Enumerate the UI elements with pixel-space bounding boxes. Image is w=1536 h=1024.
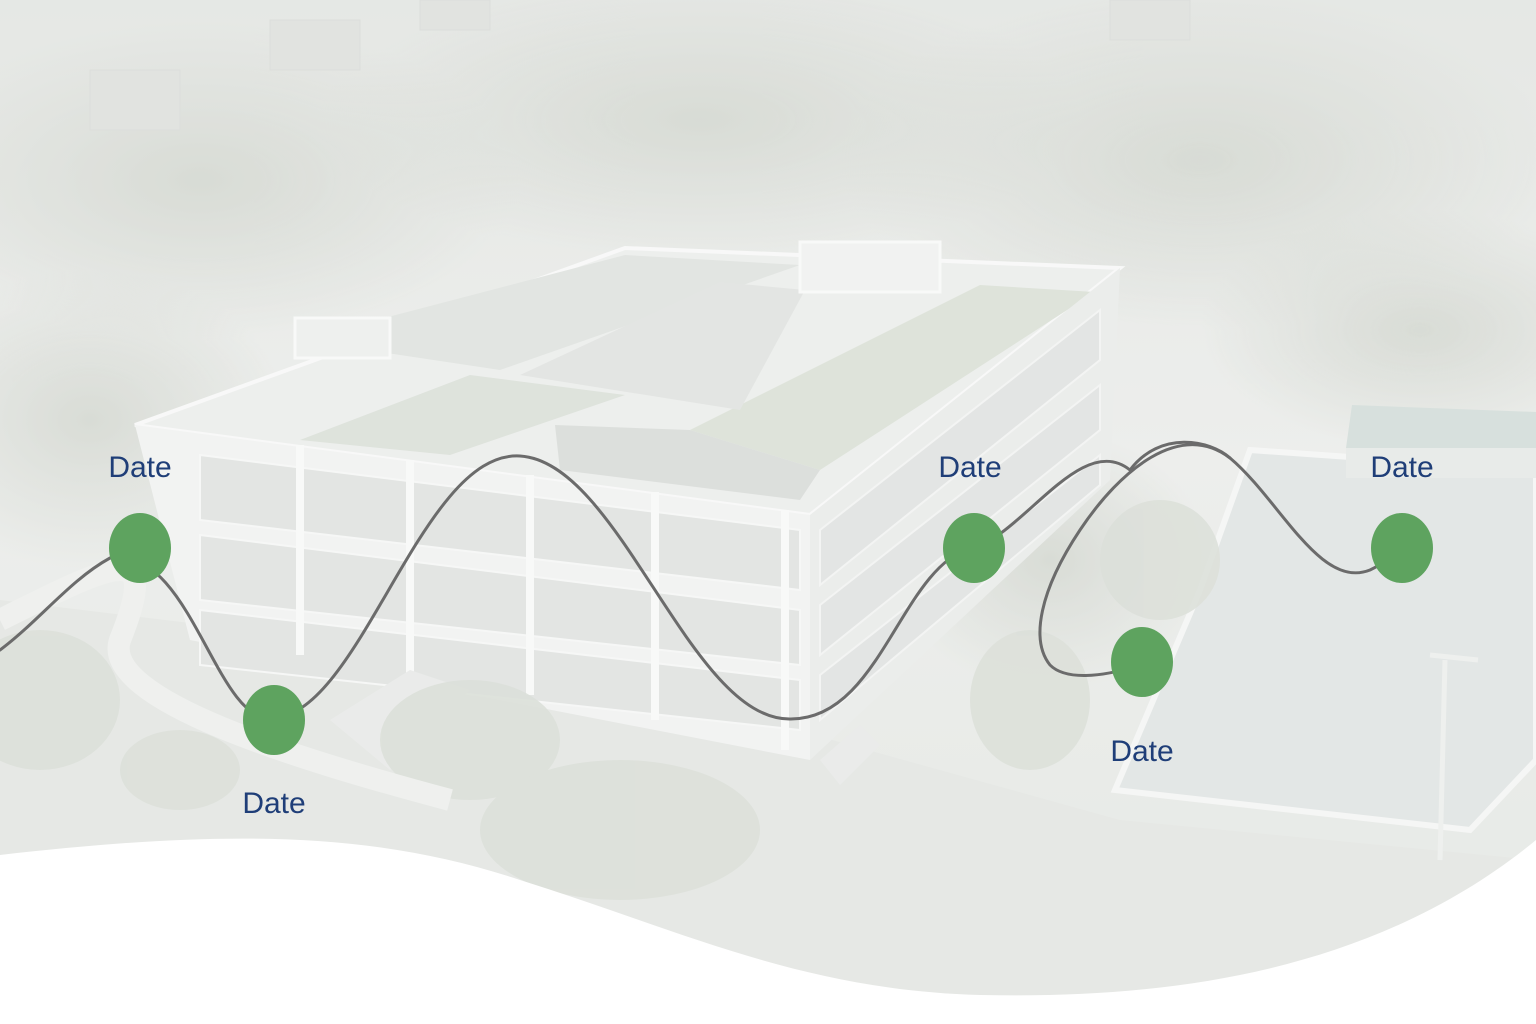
milestone-node-4 <box>1111 627 1173 697</box>
milestone-nodes <box>109 513 1433 755</box>
foreground-trees <box>0 500 1220 900</box>
milestone-label-1: Date <box>108 451 172 484</box>
milestone-node-3 <box>943 513 1005 583</box>
building <box>134 240 1126 785</box>
milestone-node-5 <box>1371 513 1433 583</box>
milestone-node-1 <box>109 513 171 583</box>
milestone-label-5: Date <box>1370 451 1434 484</box>
distant-houses <box>89 0 1191 131</box>
foreground-wave <box>0 838 1536 1024</box>
curving-path <box>0 559 453 811</box>
milestone-label-2: Date <box>242 787 306 820</box>
milestone-label-4: Date <box>1110 735 1174 768</box>
lamp-post <box>1429 652 1479 861</box>
milestone-label-3: Date <box>938 451 1002 484</box>
shed <box>1346 405 1536 478</box>
milestone-node-2 <box>243 685 305 755</box>
timeline-curve-loop <box>1038 443 1232 677</box>
